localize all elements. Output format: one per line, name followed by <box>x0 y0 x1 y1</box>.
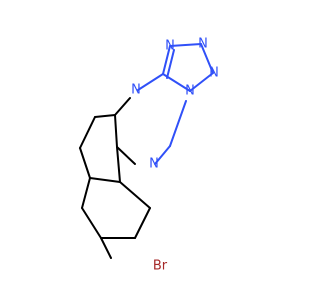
atom-n-right: N <box>209 66 219 81</box>
bond-ring-4 <box>89 177 121 183</box>
bond-tetrazole-1 <box>169 43 202 47</box>
atom-n-upper-right: N <box>198 37 208 52</box>
atom-br: Br <box>153 259 168 274</box>
atom-n-tetrazole-left: N <box>185 84 195 99</box>
bond-triazine-1 <box>137 73 164 91</box>
bond-ring-3 <box>79 147 91 179</box>
bond-tetrazole-double <box>166 49 175 79</box>
bond-ring-10 <box>119 181 151 209</box>
bond-triazine-6 <box>169 100 187 147</box>
bond-triazine-4 <box>116 146 136 165</box>
bond-ring-1 <box>94 114 116 118</box>
atom-n-top: N <box>165 39 175 54</box>
bond-ring-9 <box>134 207 151 239</box>
bond-c-br <box>100 237 112 259</box>
bond-ring-5 <box>116 146 121 183</box>
bond-ring-7 <box>81 207 102 239</box>
bond-tetrazole-2 <box>200 43 214 74</box>
bond-tetrazole-5 <box>162 45 171 75</box>
bond-triazine-5 <box>154 145 171 165</box>
bond-ring-6 <box>81 177 91 209</box>
atom-n-triazine-bottom: N <box>149 157 159 172</box>
bond-triazine-3 <box>114 114 118 148</box>
bond-tetrazole-3 <box>189 72 214 92</box>
atom-n-triazine-top: N <box>131 83 141 98</box>
bond-triazine-2 <box>114 97 131 116</box>
molecule-structure: N N N N N N Br <box>79 37 219 274</box>
bond-ring-2 <box>79 116 96 149</box>
